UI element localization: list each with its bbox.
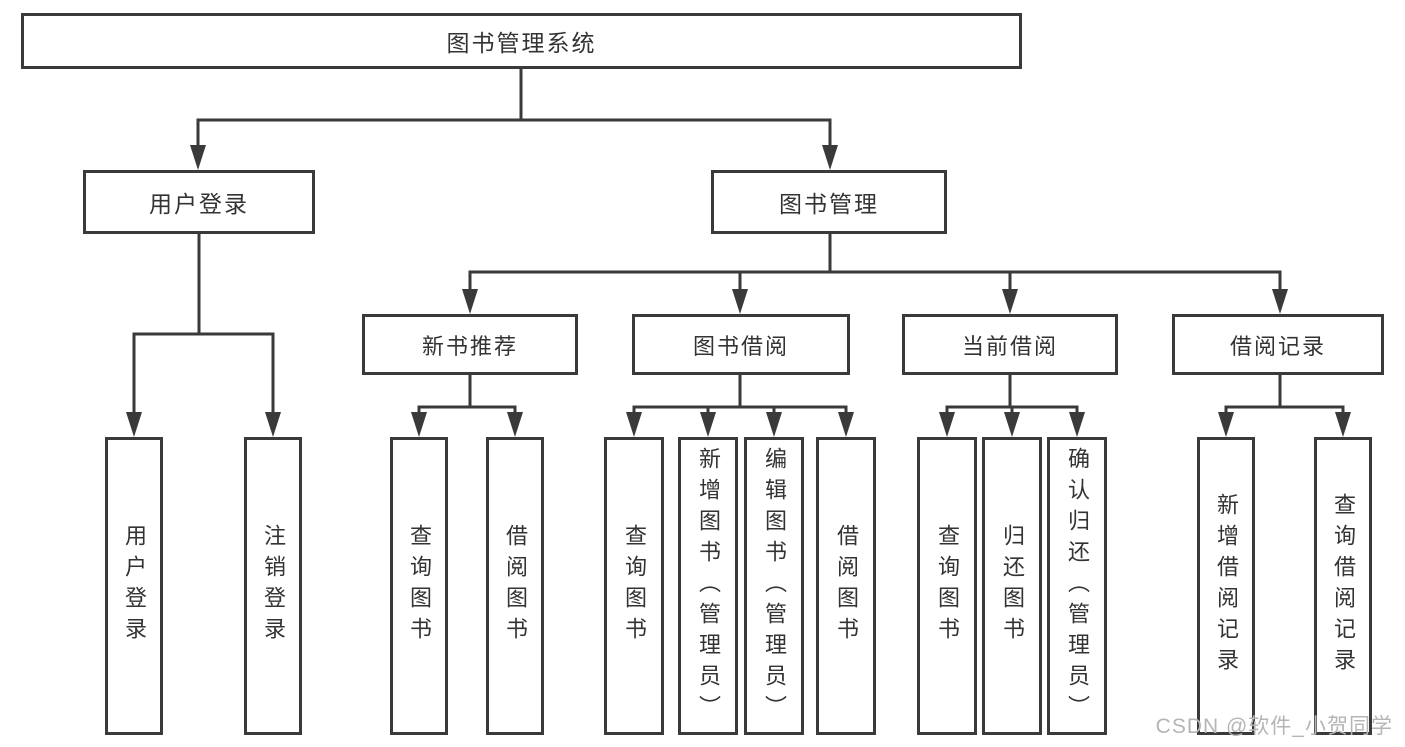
node-current-query-books: 查询图书	[917, 437, 977, 735]
node-label: 用户登录	[149, 191, 249, 217]
node-label: 新增借阅记录	[1214, 493, 1239, 679]
node-label: 用户登录	[122, 524, 147, 648]
node-records-query-borrow-record: 查询借阅记录	[1314, 437, 1372, 735]
node-current-borrowing: 当前借阅	[902, 314, 1118, 375]
node-records-add-borrow-record: 新增借阅记录	[1197, 437, 1255, 735]
node-label: 新增图书（管理员）	[696, 446, 721, 726]
node-label: 借阅图书	[834, 524, 859, 648]
node-book-management: 图书管理	[711, 170, 947, 234]
node-user-login: 用户登录	[105, 437, 163, 735]
node-label: 查询借阅记录	[1331, 493, 1356, 679]
node-label: 确认归还（管理员）	[1065, 446, 1090, 726]
node-book-management-system: 图书管理系统	[21, 13, 1022, 69]
node-label: 借阅图书	[503, 524, 528, 648]
csdn-watermark: CSDN @软件_小贺同学	[1155, 715, 1393, 738]
node-label: 查询图书	[935, 524, 960, 648]
node-borrowing-borrow-books: 借阅图书	[816, 437, 876, 735]
node-label: 注销登录	[261, 524, 286, 648]
node-label: 查询图书	[407, 524, 432, 648]
node-label: 图书借阅	[692, 333, 789, 359]
node-borrowing-query-books: 查询图书	[604, 437, 664, 735]
node-logout: 注销登录	[244, 437, 302, 735]
node-new-book-recommend: 新书推荐	[362, 314, 578, 375]
node-newbooks-borrow-books: 借阅图书	[486, 437, 544, 735]
node-label: 编辑图书（管理员）	[762, 446, 787, 726]
node-newbooks-query-books: 查询图书	[390, 437, 448, 735]
node-book-borrowing: 图书借阅	[632, 314, 850, 375]
node-label: 图书管理系统	[446, 30, 597, 56]
node-borrow-records: 借阅记录	[1172, 314, 1384, 375]
node-borrowing-add-books-admin: 新增图书（管理员）	[678, 437, 738, 735]
node-label: 归还图书	[1000, 524, 1025, 648]
node-label: 图书管理	[779, 191, 879, 217]
node-current-return-books: 归还图书	[982, 437, 1042, 735]
node-label: 借阅记录	[1229, 333, 1326, 359]
node-current-confirm-return-admin: 确认归还（管理员）	[1047, 437, 1107, 735]
node-borrowing-edit-books-admin: 编辑图书（管理员）	[744, 437, 804, 735]
node-label: 当前借阅	[961, 333, 1058, 359]
node-label: 新书推荐	[421, 333, 518, 359]
node-user-login-branch: 用户登录	[83, 170, 315, 234]
node-label: 查询图书	[622, 524, 647, 648]
